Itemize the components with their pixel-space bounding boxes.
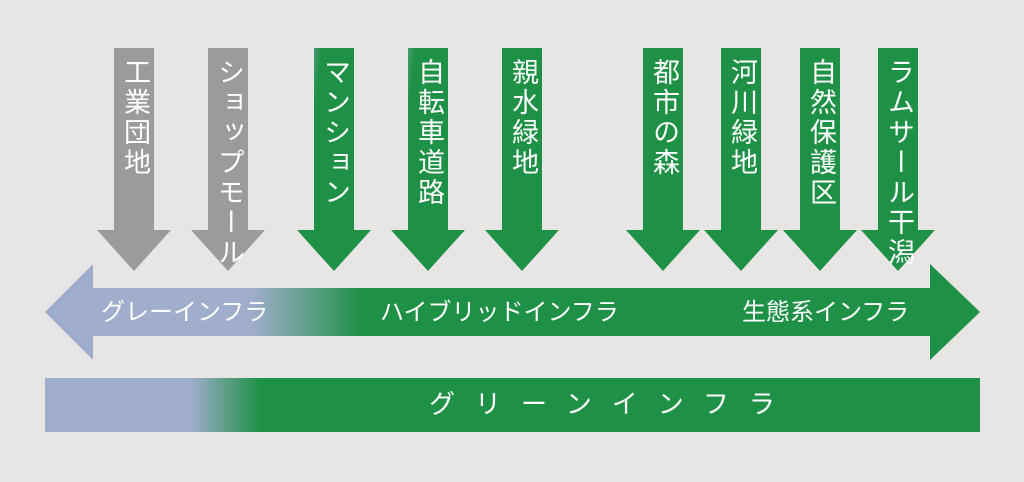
hybrid-infrastructure-label: ハイブリッドインフラ — [380, 298, 619, 326]
down-arrow-label-9: ラムサール干潟 — [883, 58, 914, 268]
down-arrow-label-1: 工業団地 — [119, 58, 150, 178]
down-arrow-label-8: 自然保護区 — [805, 58, 836, 208]
down-arrow-4 — [391, 48, 465, 271]
ecosystem-infrastructure-label: 生態系インフラ — [742, 298, 910, 326]
down-arrow-label-4: 自転車道路 — [413, 58, 444, 208]
down-arrow-5 — [485, 48, 559, 271]
down-arrow-label-6: 都市の森 — [648, 58, 679, 178]
down-arrow-6 — [626, 48, 700, 271]
green-infrastructure-label: グリーンインフラ — [429, 390, 795, 420]
spectrum-double-arrow — [45, 264, 980, 360]
down-arrows-group — [97, 48, 935, 271]
down-arrow-label-7: 河川緑地 — [726, 58, 757, 178]
down-arrow-7 — [704, 48, 778, 271]
down-arrow-9 — [861, 48, 935, 271]
down-arrow-8 — [783, 48, 857, 271]
down-arrow-2 — [191, 48, 265, 271]
gray-infrastructure-label: グレーインフラ — [101, 298, 269, 326]
down-arrow-3 — [297, 48, 371, 271]
down-arrow-1 — [97, 48, 171, 271]
down-arrow-label-2: ショップモール — [213, 58, 244, 268]
down-arrow-label-3: マンション — [319, 58, 350, 208]
green-infrastructure-bar — [45, 378, 980, 432]
down-arrow-label-5: 親水緑地 — [507, 58, 538, 178]
